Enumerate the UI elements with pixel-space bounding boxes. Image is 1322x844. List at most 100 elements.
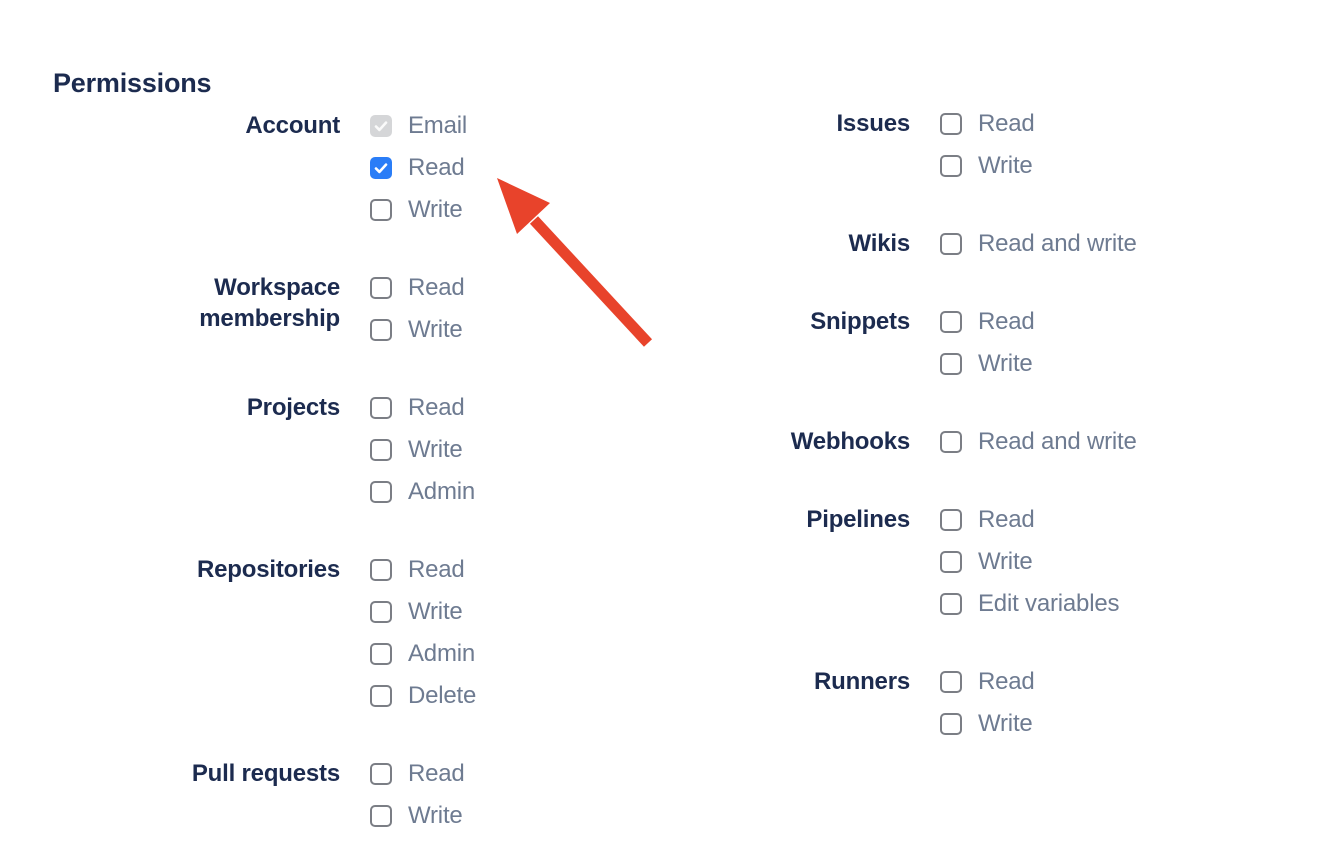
permission-group-webhooks: Webhooks Read and write <box>710 428 1137 470</box>
permission-option-list: Read and write <box>940 230 1137 272</box>
permission-group-label: Projects <box>246 394 340 421</box>
permission-option-workspace-membership-read[interactable]: Read <box>370 274 465 302</box>
permission-option-wikis-read-and-write[interactable]: Read and write <box>940 230 1137 258</box>
projects-admin-checkbox[interactable] <box>370 481 392 503</box>
permission-option-repositories-read[interactable]: Read <box>370 556 476 584</box>
runners-write-checkbox[interactable] <box>940 713 962 735</box>
pull-requests-write-checkbox[interactable] <box>370 805 392 827</box>
permission-option-pipelines-edit-variables[interactable]: Edit variables <box>940 590 1119 618</box>
repositories-admin-checkbox[interactable] <box>370 643 392 665</box>
permission-option-account-read[interactable]: Read <box>370 154 467 182</box>
workspace-membership-write-checkbox[interactable] <box>370 319 392 341</box>
checkmark-icon <box>374 163 388 174</box>
permission-option-issues-write[interactable]: Write <box>940 152 1035 180</box>
permission-option-pull-requests-write[interactable]: Write <box>370 802 465 830</box>
permission-option-label: Write <box>408 436 463 463</box>
snippets-write-checkbox[interactable] <box>940 353 962 375</box>
projects-read-checkbox[interactable] <box>370 397 392 419</box>
checkmark-icon <box>374 121 388 132</box>
permission-group-label: Pipelines <box>806 506 910 533</box>
permission-option-repositories-admin[interactable]: Admin <box>370 640 476 668</box>
permission-option-pipelines-write[interactable]: Write <box>940 548 1119 576</box>
runners-read-checkbox[interactable] <box>940 671 962 693</box>
account-write-checkbox[interactable] <box>370 199 392 221</box>
projects-write-checkbox[interactable] <box>370 439 392 461</box>
permission-option-projects-admin[interactable]: Admin <box>370 478 475 506</box>
permission-option-account-email: Email <box>370 112 467 140</box>
permission-option-list: Read and write <box>940 428 1137 470</box>
permission-option-label: Write <box>408 196 463 223</box>
permission-option-label: Read <box>408 154 465 181</box>
issues-write-checkbox[interactable] <box>940 155 962 177</box>
permission-option-label: Read and write <box>978 428 1137 455</box>
permission-option-label: Read <box>978 110 1035 137</box>
workspace-membership-read-checkbox[interactable] <box>370 277 392 299</box>
permission-option-label: Admin <box>408 478 476 505</box>
permission-option-label: Read <box>408 556 465 583</box>
permission-option-label: Write <box>978 152 1033 179</box>
permission-group-wikis: Wikis Read and write <box>710 230 1137 272</box>
permission-option-projects-write[interactable]: Write <box>370 436 475 464</box>
webhooks-read-and-write-checkbox[interactable] <box>940 431 962 453</box>
issues-read-checkbox[interactable] <box>940 113 962 135</box>
permission-group-label: Account <box>245 112 340 139</box>
wikis-read-and-write-checkbox[interactable] <box>940 233 962 255</box>
permission-option-snippets-read[interactable]: Read <box>940 308 1035 336</box>
account-email-checkbox <box>370 115 392 137</box>
permission-option-snippets-write[interactable]: Write <box>940 350 1035 378</box>
permission-option-label: Write <box>978 710 1033 737</box>
permission-option-label: Email <box>408 112 468 139</box>
permission-option-webhooks-read-and-write[interactable]: Read and write <box>940 428 1137 456</box>
page-title: Permissions <box>53 68 212 99</box>
pipelines-read-checkbox[interactable] <box>940 509 962 531</box>
pipelines-edit-variables-checkbox[interactable] <box>940 593 962 615</box>
permission-group-label: Pull requests <box>191 760 340 787</box>
repositories-read-checkbox[interactable] <box>370 559 392 581</box>
pull-requests-read-checkbox[interactable] <box>370 763 392 785</box>
permission-option-runners-read[interactable]: Read <box>940 668 1035 696</box>
snippets-read-checkbox[interactable] <box>940 311 962 333</box>
permission-option-pull-requests-read[interactable]: Read <box>370 760 465 788</box>
permission-group-label: Workspace membership <box>199 274 340 332</box>
permission-group-label: Webhooks <box>790 428 911 455</box>
permission-option-label: Write <box>408 316 463 343</box>
repositories-delete-checkbox[interactable] <box>370 685 392 707</box>
repositories-write-checkbox[interactable] <box>370 601 392 623</box>
permission-group-label: Wikis <box>848 230 911 257</box>
permission-option-label: Read <box>978 308 1035 335</box>
permission-option-label: Write <box>408 598 463 625</box>
pipelines-write-checkbox[interactable] <box>940 551 962 573</box>
permission-group-label: Issues <box>836 110 910 137</box>
permission-option-projects-read[interactable]: Read <box>370 394 475 422</box>
account-read-checkbox[interactable] <box>370 157 392 179</box>
permission-group-label: Snippets <box>810 308 910 335</box>
permission-option-label: Read <box>408 394 465 421</box>
permission-group-label: Repositories <box>197 556 340 583</box>
permission-option-label: Edit variables <box>978 590 1120 617</box>
permission-option-repositories-delete[interactable]: Delete <box>370 682 476 710</box>
permission-option-repositories-write[interactable]: Write <box>370 598 476 626</box>
permission-option-label: Read <box>408 760 465 787</box>
permission-option-label: Write <box>978 548 1033 575</box>
permission-option-label: Read <box>978 506 1035 533</box>
permission-option-label: Read and write <box>978 230 1137 257</box>
permission-option-account-write[interactable]: Write <box>370 196 467 224</box>
permission-option-pipelines-read[interactable]: Read <box>940 506 1119 534</box>
permission-option-runners-write[interactable]: Write <box>940 710 1035 738</box>
permission-option-issues-read[interactable]: Read <box>940 110 1035 138</box>
permission-option-workspace-membership-write[interactable]: Write <box>370 316 465 344</box>
